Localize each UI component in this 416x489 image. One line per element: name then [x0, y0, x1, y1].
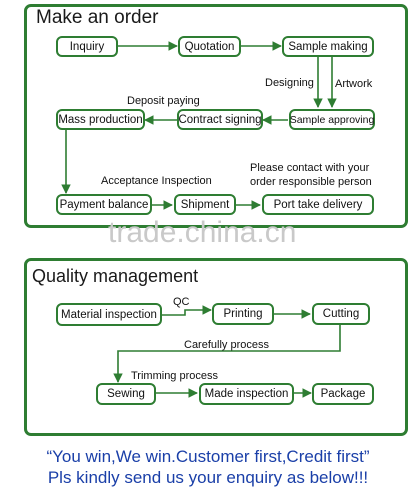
make-an-order-title: Make an order [36, 7, 159, 28]
acceptance-inspection-label: Acceptance Inspection [101, 175, 212, 187]
cutting-box[interactable]: Cutting [312, 303, 370, 325]
made-inspection-box[interactable]: Made inspection [199, 383, 294, 405]
trimming-process-label: Trimming process [131, 370, 218, 382]
slogan-line1: “You win,We win.Customer first,Credit fi… [46, 447, 370, 466]
shipment-box[interactable]: Shipment [174, 194, 236, 215]
artwork-label: Artwork [335, 78, 373, 90]
mass-production-box[interactable]: Mass production [56, 109, 145, 130]
qc-label: QC [173, 296, 190, 308]
carefully-process-label: Carefully process [184, 339, 269, 351]
arrow-cutting-sewing [113, 325, 341, 383]
package-box[interactable]: Package [312, 383, 374, 405]
slogan-line2: Pls kindly send us your enquiry as below… [47, 468, 369, 487]
sample-approving-box[interactable]: Sample approving [289, 109, 375, 130]
payment-balance-box[interactable]: Payment balance [56, 194, 152, 215]
inquiry-box[interactable]: Inquiry [56, 36, 118, 57]
deposit-paying-label: Deposit paying [127, 95, 200, 107]
sample-making-box[interactable]: Sample making [282, 36, 374, 57]
contact-label-line2: order responsible person [250, 176, 372, 188]
quotation-box[interactable]: Quotation [178, 36, 241, 57]
material-inspection-box[interactable]: Material inspection [56, 303, 162, 326]
contact-label-line1: Please contact with your [250, 162, 370, 174]
contract-signing-box[interactable]: Contract signing [177, 109, 263, 130]
printing-box[interactable]: Printing [212, 303, 274, 325]
port-take-delivery-box[interactable]: Port take delivery [262, 194, 374, 215]
sewing-box[interactable]: Sewing [96, 383, 156, 405]
quality-management-panel [24, 258, 408, 436]
arrow-material-printing [162, 305, 212, 316]
designing-label: Designing [265, 77, 314, 89]
quality-management-title: Quality management [32, 266, 199, 286]
watermark: trade.china.cn [108, 216, 297, 249]
